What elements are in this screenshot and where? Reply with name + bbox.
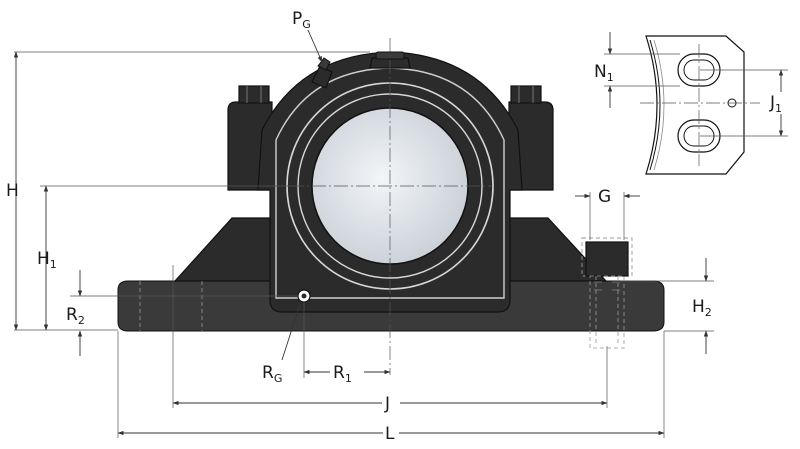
label-H2: H2 xyxy=(692,297,712,319)
label-G: G xyxy=(598,187,611,207)
label-J1: J1 xyxy=(769,93,782,115)
label-H1: H1 xyxy=(37,249,57,271)
left-rib xyxy=(173,217,273,282)
left-bolt-hole xyxy=(139,281,203,331)
label-J: J xyxy=(384,394,390,414)
label-PG: PG xyxy=(292,9,311,31)
label-RG: RG xyxy=(262,363,282,385)
label-N1: N1 xyxy=(594,62,614,84)
label-R2: R2 xyxy=(66,305,85,327)
label-H: H xyxy=(6,181,19,201)
label-R1: R1 xyxy=(333,363,352,385)
left-cap-bolt xyxy=(238,85,270,104)
right-cap-bolt xyxy=(510,85,542,104)
label-L: L xyxy=(385,424,395,444)
leader-PG xyxy=(307,29,323,63)
leader-RG xyxy=(281,303,301,361)
base-slot-detail xyxy=(604,32,788,175)
